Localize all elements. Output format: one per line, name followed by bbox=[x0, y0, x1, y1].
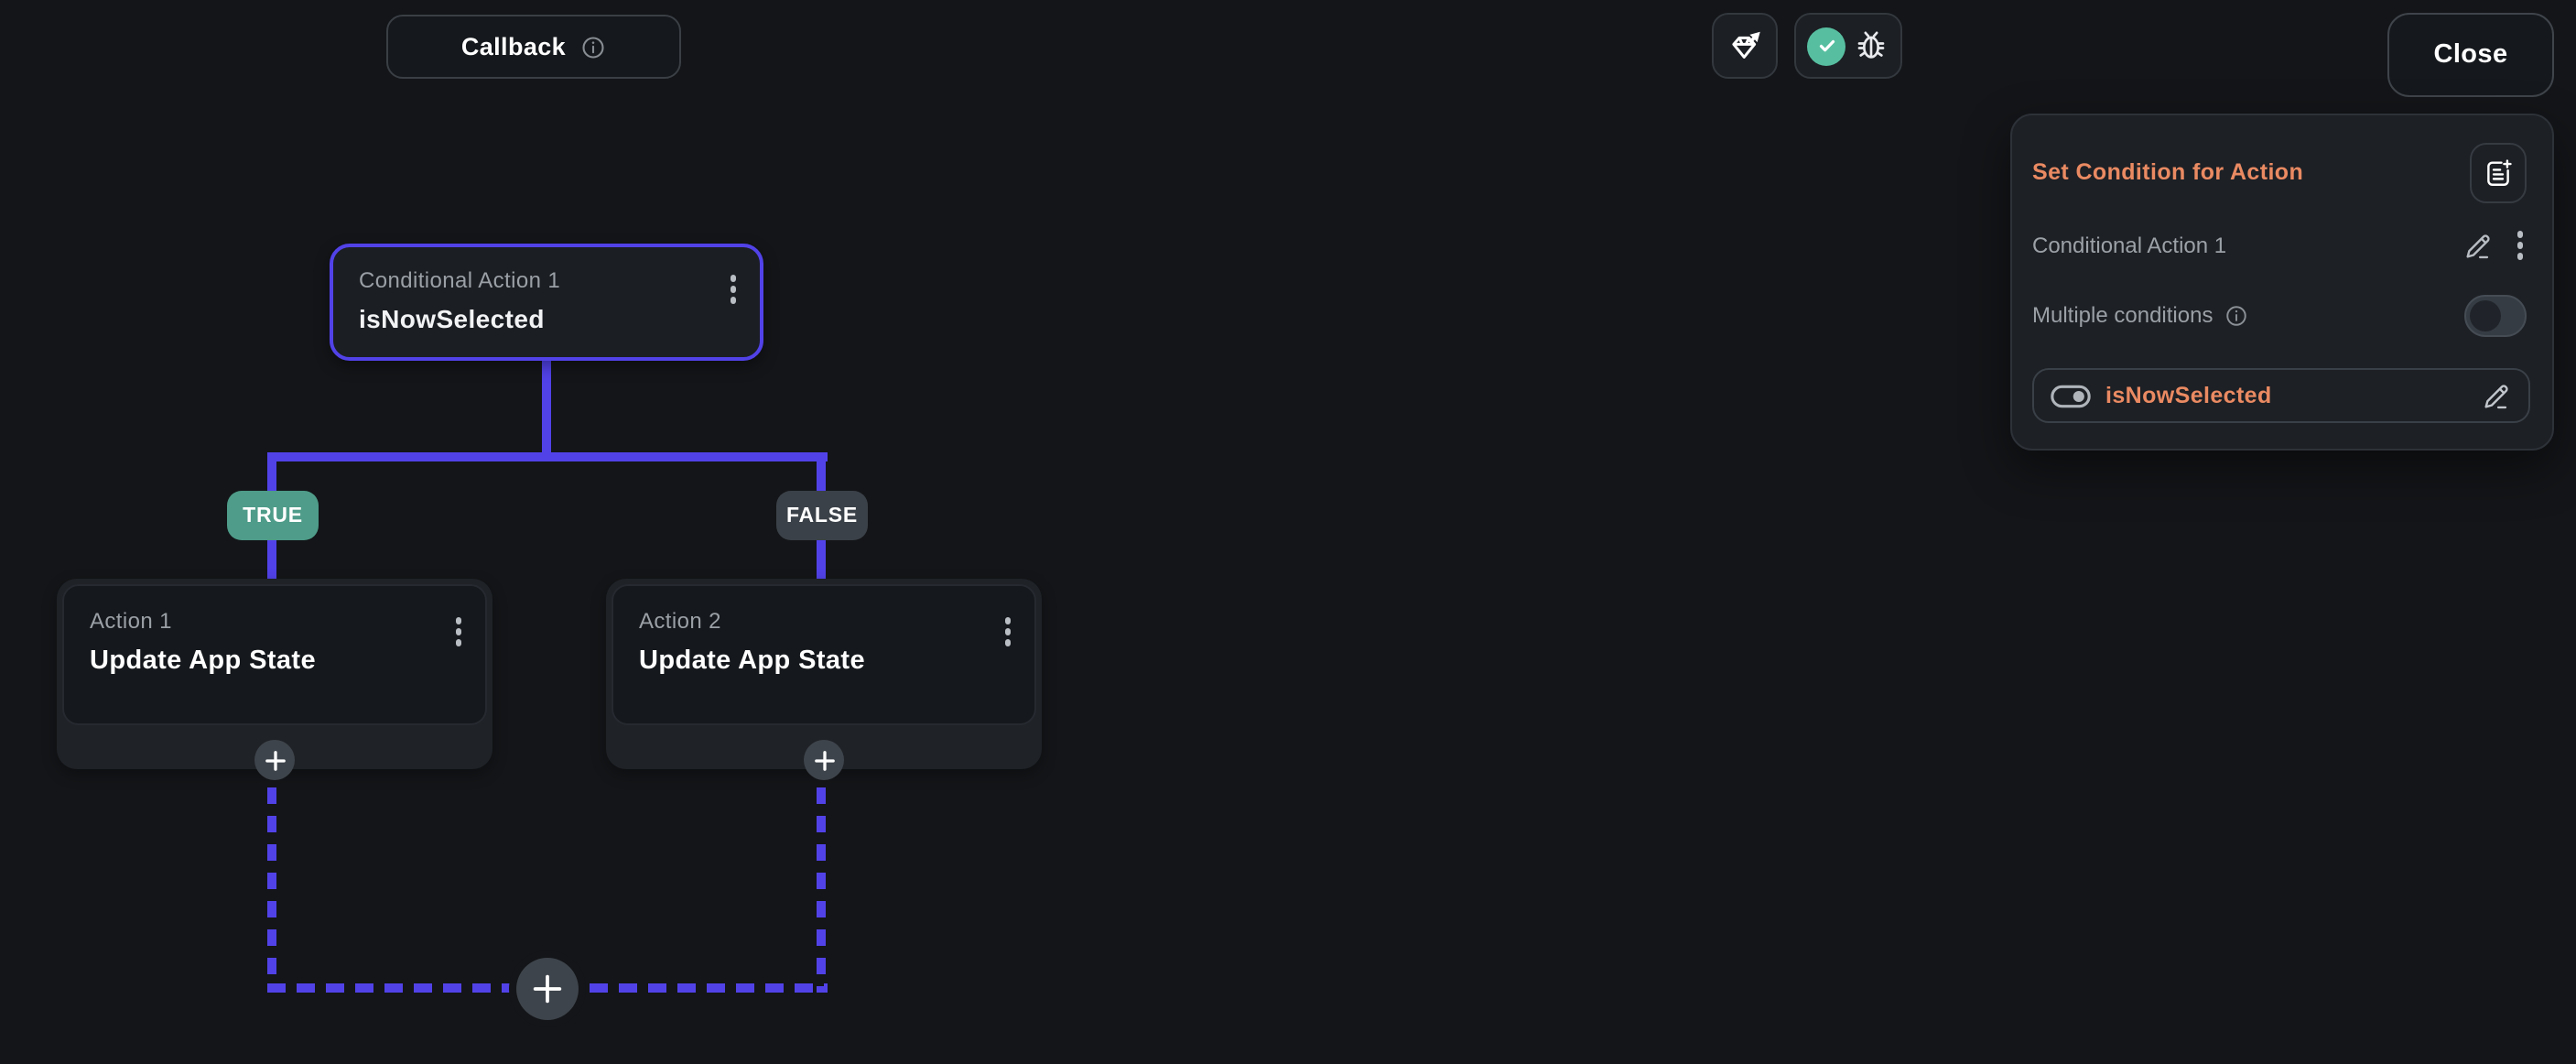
close-label: Close bbox=[2433, 40, 2508, 70]
note-add-icon bbox=[2483, 157, 2514, 189]
panel-title: Set Condition for Action bbox=[2032, 159, 2304, 185]
condition-row[interactable]: isNowSelected bbox=[2032, 368, 2530, 423]
action-options-menu-icon[interactable] bbox=[2513, 228, 2527, 264]
conditional-node-label: Conditional Action 1 bbox=[359, 267, 561, 293]
action-name: Conditional Action 1 bbox=[2032, 233, 2227, 258]
edit-condition-icon[interactable] bbox=[2481, 380, 2512, 411]
action-card[interactable]: Action 1 Update App State bbox=[62, 584, 487, 725]
test-flow-button[interactable] bbox=[1712, 13, 1778, 79]
action-node-title: Update App State bbox=[639, 646, 866, 676]
multiple-conditions-toggle[interactable] bbox=[2464, 294, 2527, 336]
info-icon bbox=[2224, 303, 2247, 327]
action-node-true[interactable]: Action 1 Update App State bbox=[57, 579, 492, 780]
info-icon bbox=[580, 34, 606, 60]
bug-icon[interactable] bbox=[1852, 27, 1889, 64]
action-node-menu-icon[interactable] bbox=[1001, 613, 1014, 649]
action-card[interactable]: Action 2 Update App State bbox=[612, 584, 1036, 725]
add-action-button-false[interactable] bbox=[804, 740, 844, 780]
conditional-node-title: isNowSelected bbox=[359, 304, 545, 333]
connector-conditional-down bbox=[542, 359, 551, 454]
add-merged-action-button[interactable] bbox=[516, 958, 579, 1020]
condition-name: isNowSelected bbox=[2105, 383, 2272, 408]
action-name-row: Conditional Action 1 bbox=[2032, 225, 2527, 266]
false-branch-badge: FALSE bbox=[776, 491, 868, 540]
connector-dashed-left bbox=[267, 787, 276, 993]
validation-check-icon[interactable] bbox=[1807, 27, 1846, 65]
action-node-false[interactable]: Action 2 Update App State bbox=[606, 579, 1042, 780]
conditional-action-node[interactable]: Conditional Action 1 isNowSelected bbox=[330, 244, 763, 361]
callback-label: Callback bbox=[460, 33, 567, 60]
edit-action-name-icon[interactable] bbox=[2462, 230, 2493, 261]
multiple-conditions-label: Multiple conditions bbox=[2032, 302, 2213, 328]
action-node-label: Action 2 bbox=[639, 608, 721, 634]
copy-action-button[interactable] bbox=[2470, 143, 2527, 203]
validation-debug-group bbox=[1794, 13, 1902, 79]
set-condition-panel: Set Condition for Action Conditional Act… bbox=[2010, 114, 2554, 451]
gem-cursor-icon bbox=[1726, 27, 1764, 65]
toggle-on-icon bbox=[2051, 384, 2091, 407]
conditional-node-menu-icon[interactable] bbox=[726, 271, 740, 307]
add-action-button-true[interactable] bbox=[254, 740, 295, 780]
true-branch-badge: TRUE bbox=[227, 491, 319, 540]
close-button[interactable]: Close bbox=[2387, 13, 2554, 97]
toggle-knob bbox=[2470, 299, 2501, 331]
callback-trigger-button[interactable]: Callback bbox=[386, 15, 681, 79]
connector-dashed-right bbox=[817, 787, 826, 993]
action-node-title: Update App State bbox=[90, 646, 317, 676]
connector-split-bar bbox=[267, 452, 828, 461]
multiple-conditions-row: Multiple conditions bbox=[2032, 293, 2527, 337]
action-node-label: Action 1 bbox=[90, 608, 172, 634]
action-node-menu-icon[interactable] bbox=[451, 613, 465, 649]
